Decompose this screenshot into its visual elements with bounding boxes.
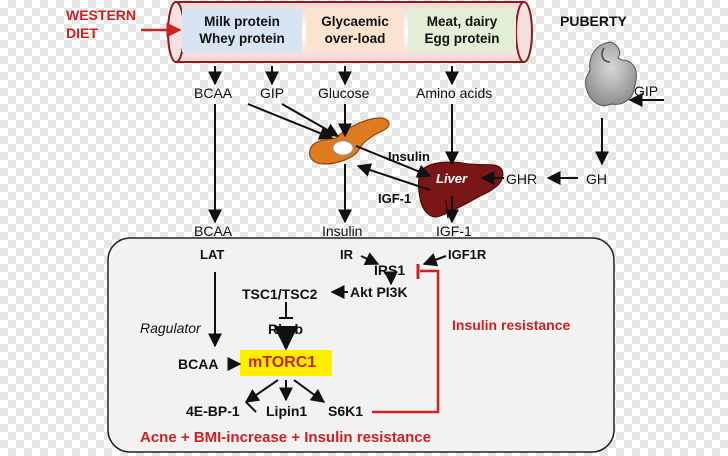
diet-box-glycaemic: Glycaemic over-load	[306, 8, 404, 52]
nutrient-gip: GIP	[260, 85, 285, 101]
inhibition-lines	[245, 302, 293, 413]
diet-box-meat-line2: Egg protein	[424, 31, 500, 46]
pancreas-icon	[309, 117, 390, 165]
diet-box-meat-line1: Meat, dairy	[426, 14, 498, 29]
target-s6k1: S6K1	[328, 403, 364, 419]
target-lipin1: Lipin1	[266, 403, 308, 419]
circulating-insulin: Insulin	[322, 223, 363, 239]
nutrient-glucose: Glucose	[318, 85, 370, 101]
circulating-igf1: IGF-1	[436, 223, 472, 239]
liver-igf1-label: IGF-1	[378, 191, 412, 206]
liver-label: Liver	[436, 171, 468, 186]
receptor-lat: LAT	[200, 247, 225, 262]
nutrient-bcaa: BCAA	[194, 85, 233, 101]
akt-label: Akt PI3K	[350, 284, 408, 300]
diet-box-meat: Meat, dairy Egg protein	[408, 8, 516, 52]
outcome-label: Acne + BMI-increase + Insulin resistance	[140, 429, 431, 446]
western-diet-line2: DIET	[66, 25, 98, 41]
ragulator-label: Ragulator	[140, 320, 201, 336]
receptor-ir: IR	[340, 247, 353, 262]
pituitary-gip-label: GIP	[634, 83, 659, 99]
irs1-label: IRS1	[374, 262, 406, 278]
puberty-label: PUBERTY	[560, 13, 627, 29]
rheb-label: Rheb	[268, 321, 303, 337]
cell-bcaa-label: BCAA	[178, 356, 219, 372]
diet-box-milk-line1: Milk protein	[204, 14, 280, 29]
diet-box-glycaemic-line2: over-load	[324, 31, 386, 46]
tsc-label: TSC1/TSC2	[242, 286, 318, 302]
western-diet-line1: WESTERN	[66, 7, 136, 23]
mtorc1-label: mTORC1	[248, 354, 317, 371]
diet-box-glycaemic-line1: Glycaemic	[321, 14, 389, 29]
target-4ebp1: 4E-BP-1	[186, 403, 240, 419]
ghr-label: GHR	[506, 171, 538, 187]
feedback-line	[372, 269, 440, 414]
pituitary-gland-icon	[585, 41, 637, 107]
mtorc1-box	[240, 350, 332, 376]
nutrient-amino-acids: Amino acids	[416, 85, 493, 101]
upper-arrows	[208, 66, 664, 224]
cell-arrows	[208, 252, 447, 403]
receptor-igf1r: IGF1R	[448, 247, 487, 262]
diet-box-milk: Milk protein Whey protein	[182, 8, 302, 52]
circulating-bcaa: BCAA	[194, 223, 233, 239]
diet-box-milk-line2: Whey protein	[199, 31, 285, 46]
pancreas-insulin-label: Insulin	[388, 149, 430, 164]
insulin-resistance-label: Insulin resistance	[452, 317, 571, 333]
gh-label: GH	[586, 171, 607, 187]
cell-box	[107, 237, 615, 453]
